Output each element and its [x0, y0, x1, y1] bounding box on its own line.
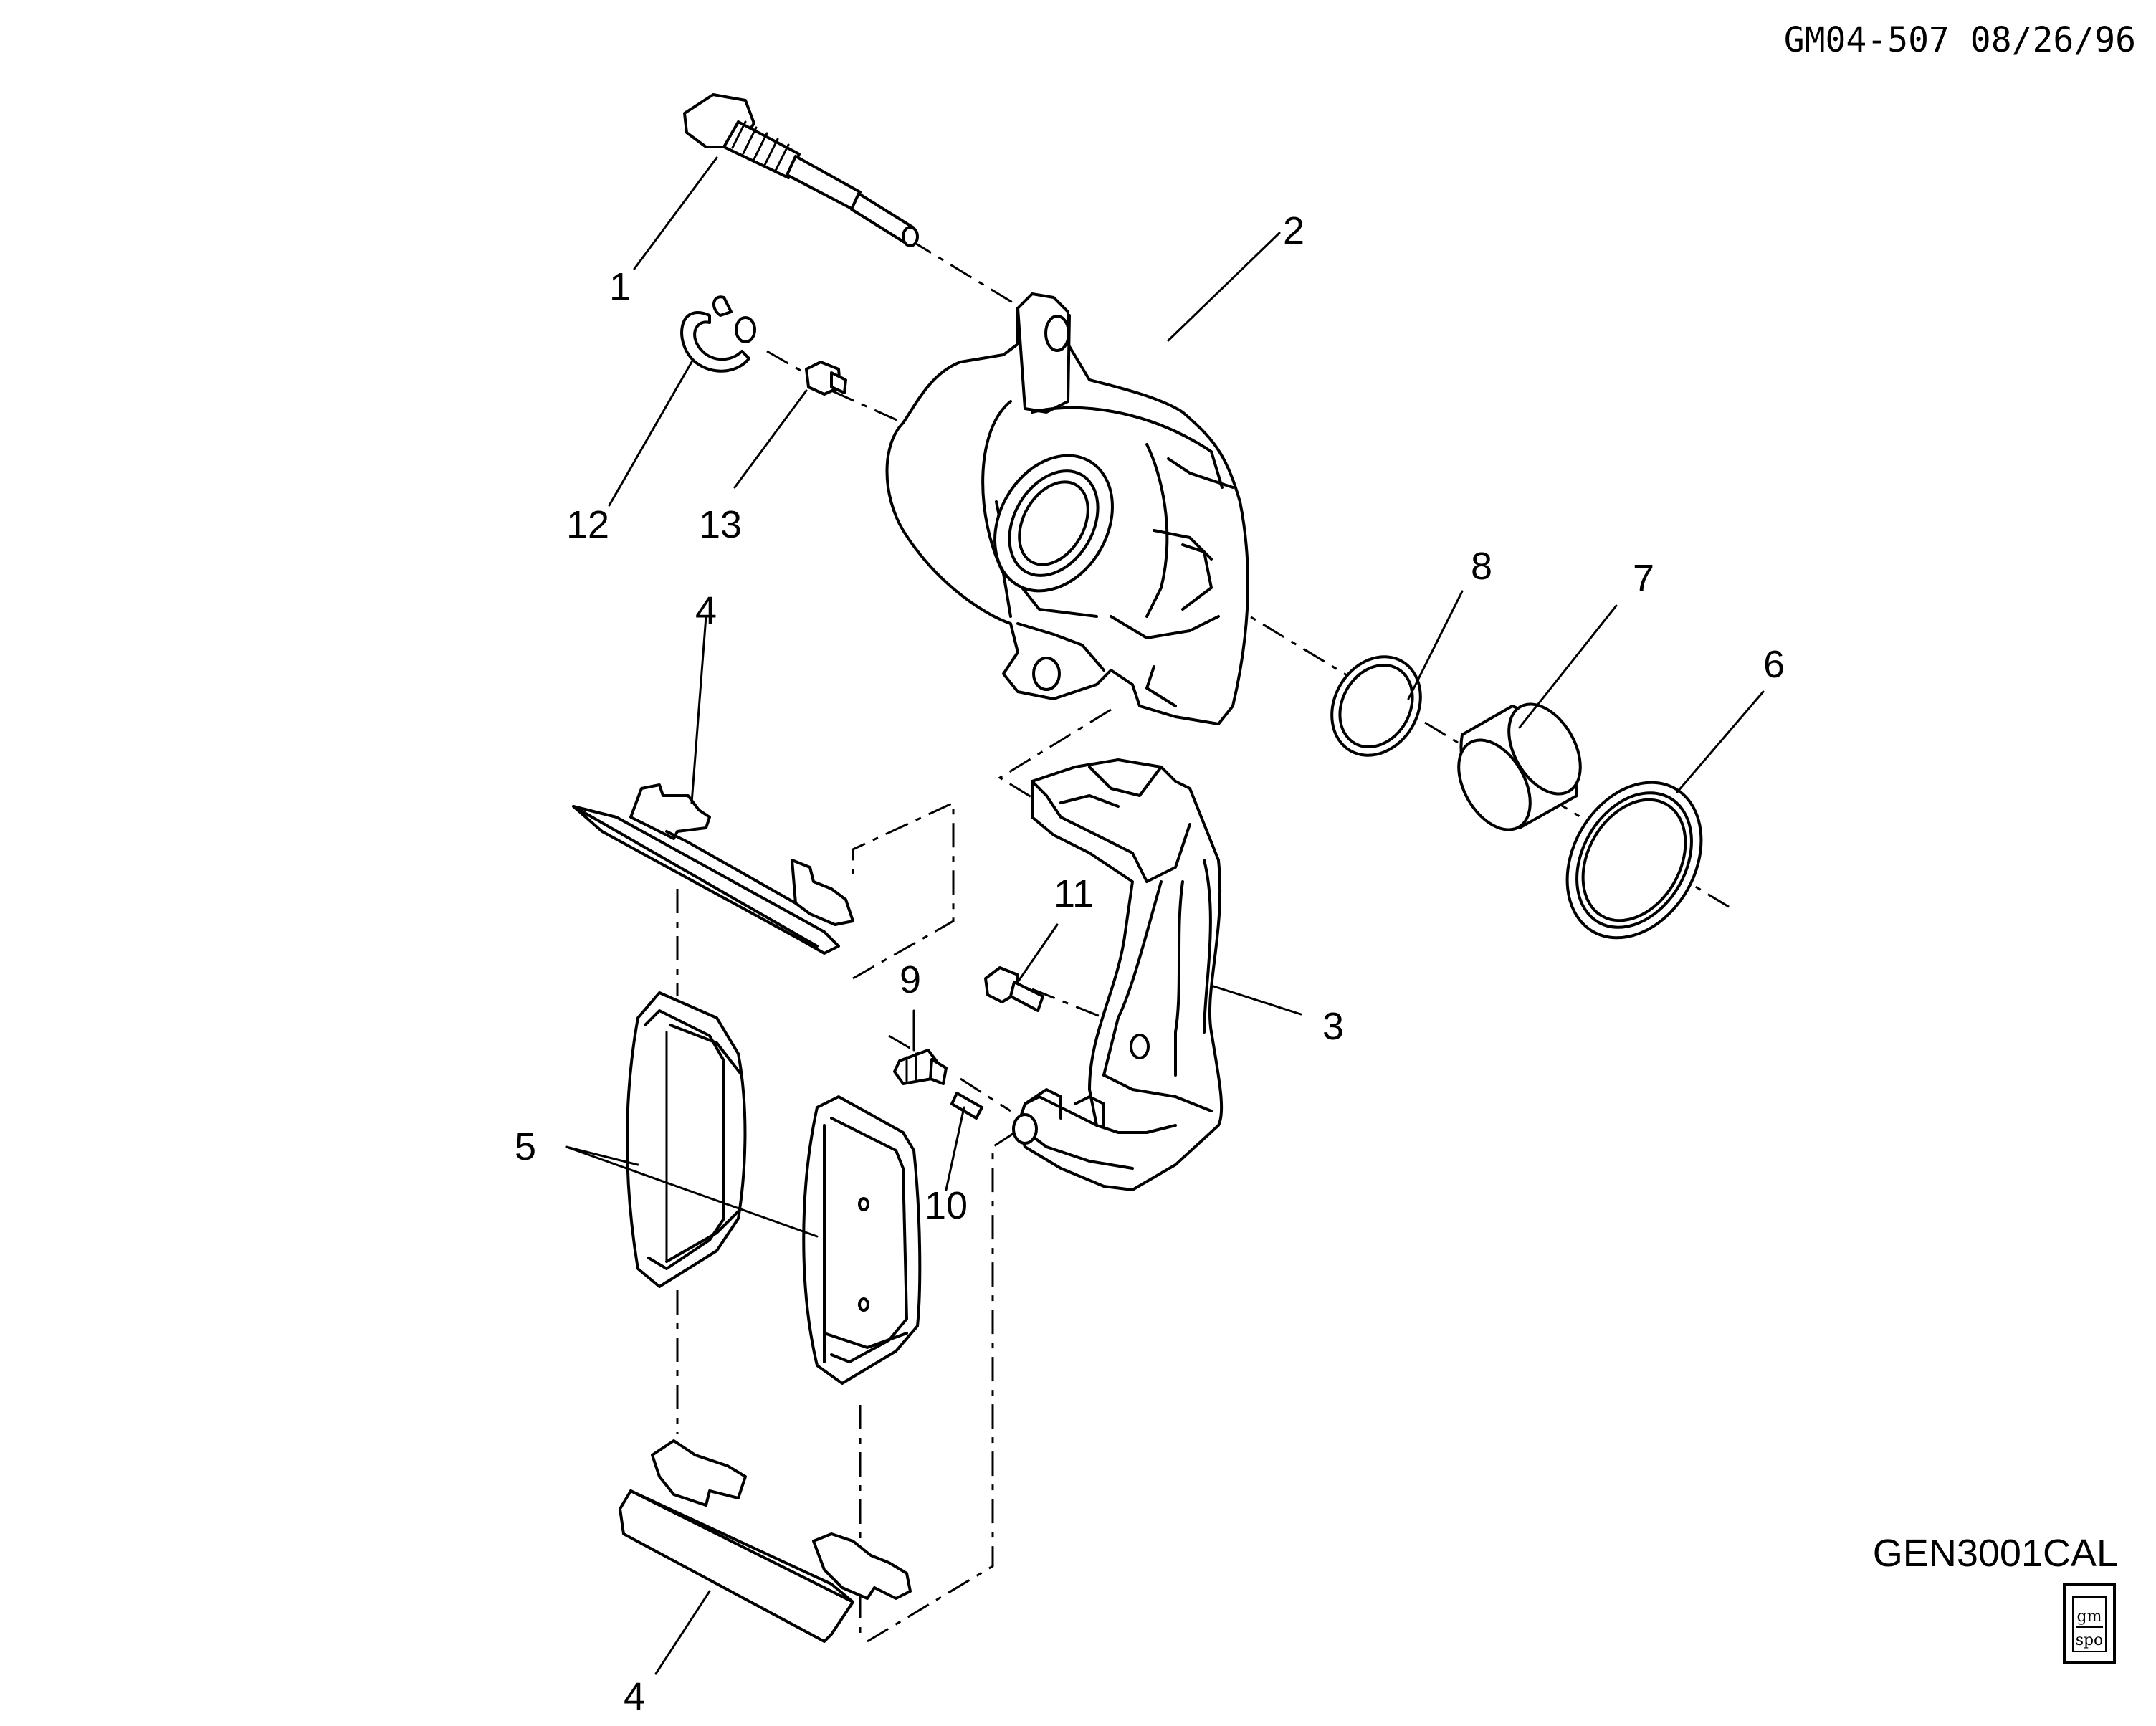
callout-7: 7: [1633, 557, 1654, 600]
callout-8: 8: [1471, 545, 1492, 588]
bracket-bolt: [984, 966, 1044, 1012]
callout-4-lower: 4: [624, 1675, 645, 1718]
callout-numbers: 1 2 3 4 4 5 6 7 8 9 10 11 12 13: [515, 209, 1785, 1718]
callout-6: 6: [1763, 643, 1785, 686]
piston-boot: [1565, 781, 1703, 940]
illustration-code: GEN3001CAL: [1873, 1532, 2118, 1575]
logo-text-bottom: spo: [2076, 1631, 2104, 1649]
caliper-mounting-bracket: [1012, 758, 1224, 1191]
callout-4-upper: 4: [695, 589, 717, 632]
gm-spo-logo: gm spo: [2063, 1583, 2116, 1664]
caliper-piston: [1457, 702, 1582, 831]
callout-11: 11: [1054, 872, 1094, 915]
logo-text-top: gm: [2077, 1608, 2102, 1626]
callout-13: 13: [699, 503, 742, 546]
pad-retainer-clip-upper: [572, 783, 854, 955]
diagram-reference-id: GM04-507 08/26/96: [1784, 20, 2136, 60]
guide-bushing: [893, 1049, 948, 1085]
callout-10: 10: [925, 1184, 968, 1227]
callout-3: 3: [1322, 1005, 1344, 1048]
callout-5: 5: [515, 1125, 536, 1168]
piston-seal: [1330, 655, 1422, 757]
guide-pin-bolt: [683, 93, 919, 247]
bleeder-clip: [680, 295, 756, 373]
guide-sleeve: [950, 1092, 983, 1120]
callout-leaders: [565, 156, 1765, 1675]
pad-retainer-clip-lower: [619, 1439, 912, 1643]
callout-2: 2: [1283, 209, 1304, 252]
callout-12: 12: [566, 503, 609, 546]
brake-pad-inner: [802, 1095, 922, 1385]
brake-pad-outer: [626, 991, 747, 1288]
callout-1: 1: [609, 265, 631, 308]
caliper-housing: [885, 292, 1249, 725]
bleeder-valve: [805, 361, 847, 396]
callout-9: 9: [900, 958, 921, 1001]
